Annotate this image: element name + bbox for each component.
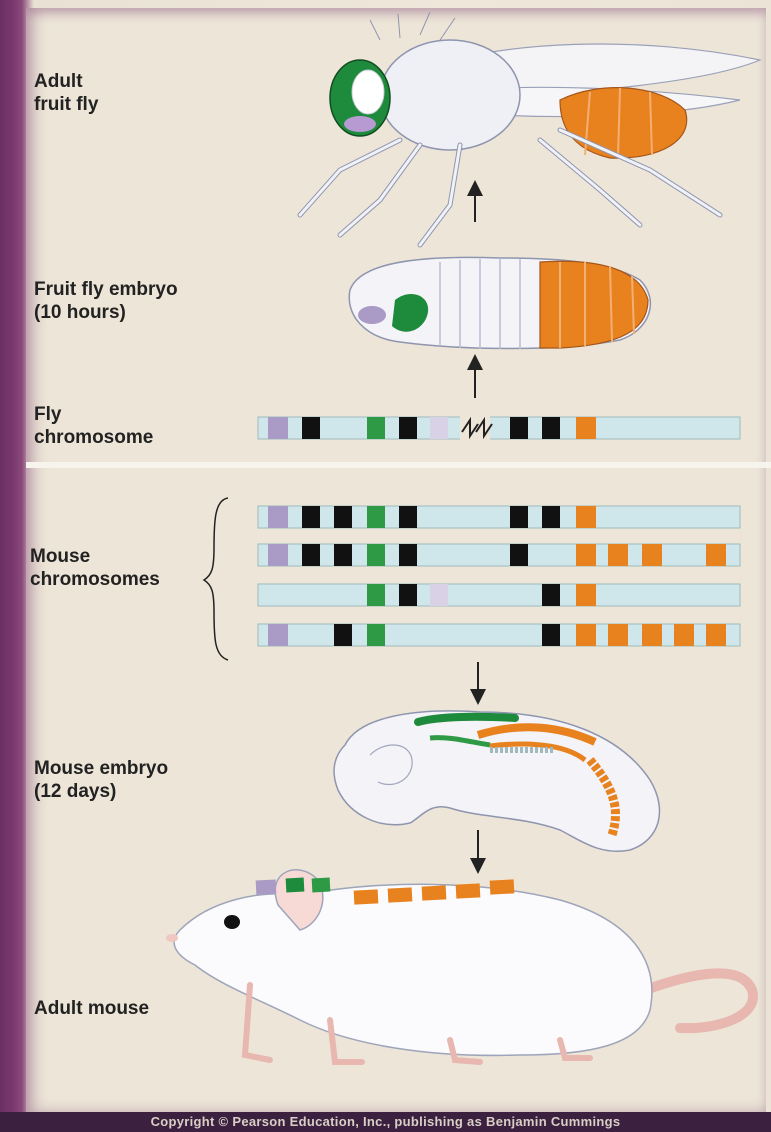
mouse-illustration [166, 870, 753, 1062]
mouse-chromosome-3 [258, 584, 740, 606]
fly-chromosome [258, 414, 740, 442]
fly-embryo-illustration [349, 257, 650, 349]
mouse-chromosome-1 [258, 506, 740, 528]
brace [204, 498, 228, 660]
mouse-chromosome-2 [258, 544, 740, 566]
mouse-chromosome-4 [258, 624, 740, 646]
mouse-embryo-illustration [334, 711, 659, 851]
copyright-footer: Copyright © Pearson Education, Inc., pub… [0, 1112, 771, 1132]
fly-illustration [300, 12, 760, 245]
